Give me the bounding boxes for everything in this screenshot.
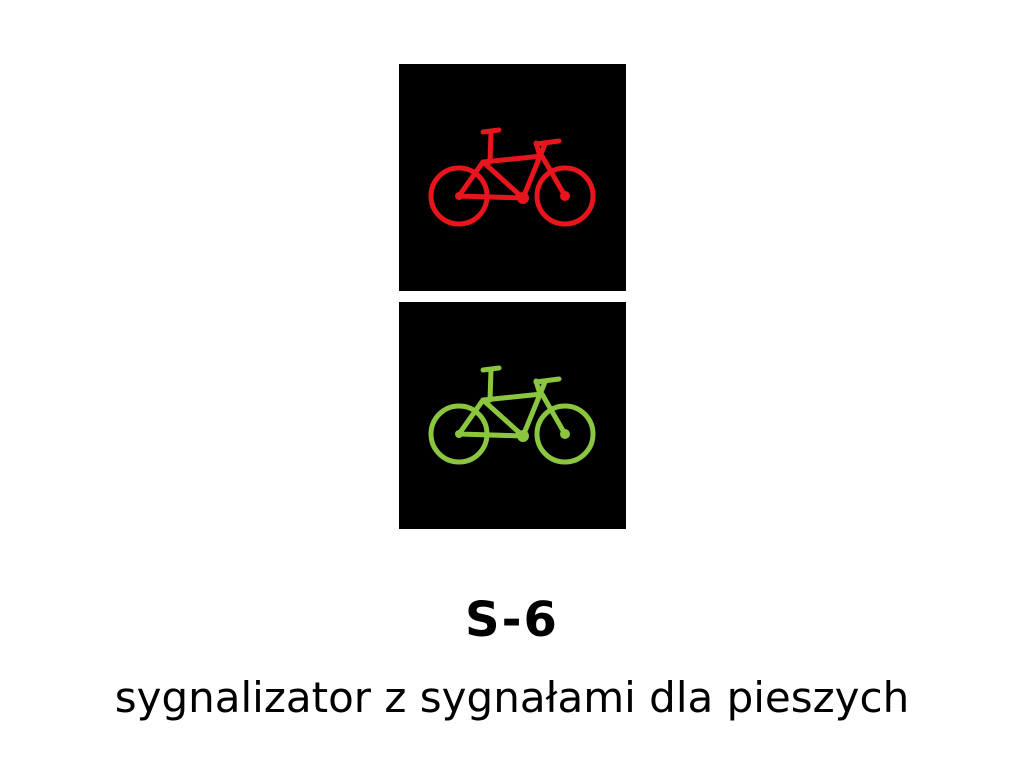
sign-description: sygnalizator z sygnałami dla pieszych [114, 673, 910, 722]
signal-chamber-green [399, 302, 626, 529]
signal-chamber-red [399, 64, 626, 291]
bicycle-icon [428, 127, 596, 227]
sign-code: S-6 [465, 592, 559, 648]
bicycle-icon [428, 365, 596, 465]
